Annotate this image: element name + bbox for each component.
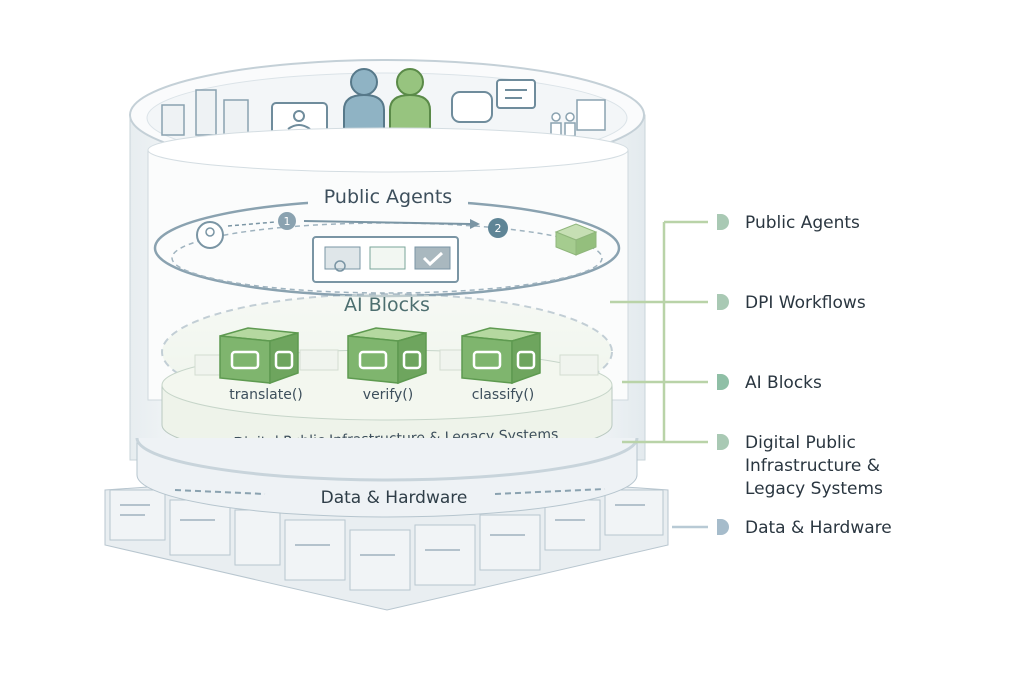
legend: Public Agents DPI Workflows AI Blocks Di… xyxy=(717,213,892,538)
user-icon xyxy=(196,221,224,249)
step-2-badge xyxy=(488,218,508,238)
ai-blocks-label: AI Blocks xyxy=(344,294,430,316)
city-buildings-icon xyxy=(161,89,249,136)
svg-text:Infrastructure &: Infrastructure & xyxy=(745,456,880,476)
search-icon xyxy=(334,260,346,272)
background-block xyxy=(559,354,599,376)
shield-check-icon xyxy=(358,350,388,370)
check-icon xyxy=(402,350,422,370)
legend-item-dpi-workflows: DPI Workflows xyxy=(717,293,866,313)
data-hardware-label: Data & Hardware xyxy=(321,488,468,508)
check-icon xyxy=(422,251,444,267)
music-note-icon xyxy=(274,350,294,370)
verify-label: verify() xyxy=(363,387,413,403)
classify-label: classify() xyxy=(472,387,535,403)
ai-block-cube xyxy=(461,327,541,385)
translate-label: translate() xyxy=(229,387,303,403)
legend-item-ai-blocks: AI Blocks xyxy=(717,373,822,393)
background-block xyxy=(299,349,339,371)
chat-icon xyxy=(230,350,260,370)
legend-item-data-hardware: Data & Hardware xyxy=(717,518,892,538)
legend-marker xyxy=(717,374,729,390)
svg-text:Legacy Systems: Legacy Systems xyxy=(745,479,883,499)
svg-text:Digital Public: Digital Public xyxy=(745,433,856,453)
svg-text:Public Agents: Public Agents xyxy=(745,213,860,233)
workflow-screen xyxy=(312,236,459,283)
svg-text:AI Blocks: AI Blocks xyxy=(745,373,822,393)
legend-marker xyxy=(717,519,729,535)
svg-text:1: 1 xyxy=(284,215,291,228)
ai-block-cube xyxy=(347,327,427,385)
svg-text:DPI Workflows: DPI Workflows xyxy=(745,293,866,313)
legend-marker xyxy=(717,294,729,310)
svg-text:2: 2 xyxy=(495,222,502,235)
legend-item-dpi-legacy: Digital Public Infrastructure & Legacy S… xyxy=(717,433,883,499)
ai-block-cube xyxy=(219,327,299,385)
svg-text:Data & Hardware: Data & Hardware xyxy=(745,518,892,538)
workflow-cube xyxy=(554,223,598,256)
public-agents-label: Public Agents xyxy=(324,186,452,208)
family-search-icon xyxy=(550,99,606,137)
support-chat-icon xyxy=(451,79,536,123)
step-1-badge xyxy=(278,212,296,230)
legend-marker xyxy=(717,434,729,450)
grid-icon xyxy=(472,350,502,370)
legend-item-public-agents: Public Agents xyxy=(717,213,860,233)
legend-marker xyxy=(717,214,729,230)
legend-connectors xyxy=(610,220,708,529)
search-icon xyxy=(516,350,536,370)
video-chat-icon xyxy=(271,102,328,136)
data-hardware-disc xyxy=(135,437,639,518)
